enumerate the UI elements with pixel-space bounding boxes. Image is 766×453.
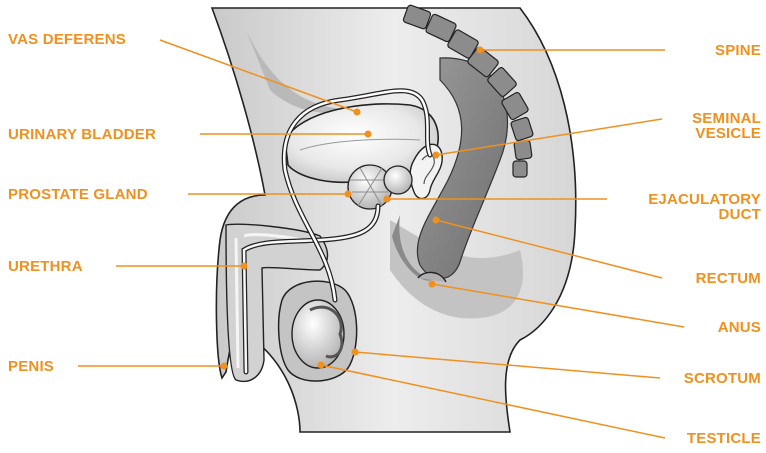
testicle-shape	[292, 300, 344, 368]
label-seminal-vesicle: SEMINAL VESICLE	[692, 111, 761, 141]
label-scrotum: SCROTUM	[684, 371, 761, 386]
label-urethra: URETHRA	[8, 259, 83, 274]
label-spine: SPINE	[715, 43, 761, 58]
label-testicle: TESTICLE	[687, 431, 761, 446]
label-seminal-vesicle-line1: SEMINAL	[692, 111, 761, 126]
label-vas-deferens: VAS DEFERENS	[8, 32, 126, 47]
label-prostate-gland: PROSTATE GLAND	[8, 187, 148, 202]
label-anus: ANUS	[718, 320, 761, 335]
label-urinary-bladder: URINARY BLADDER	[8, 127, 156, 142]
label-rectum: RECTUM	[696, 271, 761, 286]
label-ejaculatory-duct-line2: DUCT	[648, 207, 761, 222]
label-ejaculatory-duct: EJACULATORY DUCT	[648, 192, 761, 222]
label-seminal-vesicle-line2: VESICLE	[692, 126, 761, 141]
label-ejaculatory-duct-line1: EJACULATORY	[648, 192, 761, 207]
label-penis: PENIS	[8, 359, 54, 374]
